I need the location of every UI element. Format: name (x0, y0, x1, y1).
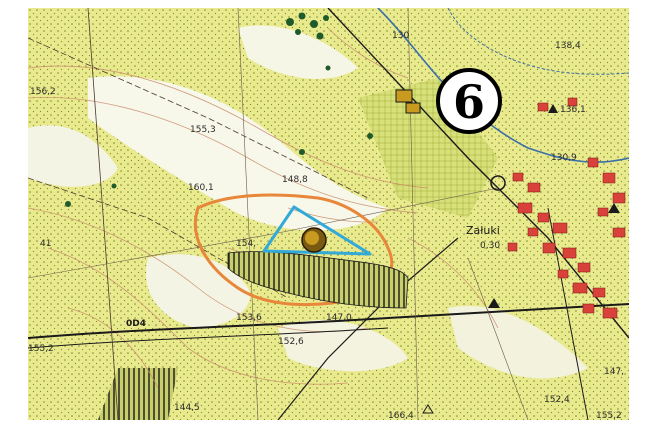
elev-152-4: 152,4 (544, 395, 570, 405)
river (377, 8, 629, 163)
topographic-map[interactable]: 6 Załuki 0,30 0D4 156,2 155,3 160,1 148,… (28, 8, 629, 420)
marker-badge: 6 (436, 68, 502, 134)
elev-144-5: 144,5 (174, 403, 200, 413)
tree-symbols (65, 12, 373, 207)
elev-41: 41 (40, 239, 51, 249)
stream (447, 8, 629, 75)
roads (28, 8, 629, 420)
elev-138-4: 138,4 (555, 41, 581, 51)
elev-160-1: 160,1 (188, 183, 214, 193)
badge-circle (436, 68, 502, 134)
elev-130: 130 (392, 31, 409, 41)
elev-136-1: 136,1 (560, 105, 586, 115)
elev-152-6: 152,6 (278, 337, 304, 347)
elevation-labels: 156,2 155,3 160,1 148,8 154, 153,6 152,6… (28, 31, 624, 420)
elev-154: 154, (236, 239, 256, 249)
elev-0-30: 0,30 (480, 241, 500, 251)
elev-148-8: 148,8 (282, 175, 308, 185)
elev-166-4: 166,4 (388, 411, 414, 420)
elev-130-9: 130,9 (551, 153, 577, 163)
elev-155-2: 155,2 (28, 344, 54, 354)
open-land (28, 25, 588, 379)
site-marker-core (305, 231, 319, 245)
badge-number: 6 (453, 75, 485, 129)
elev-156-2: 156,2 (30, 87, 56, 97)
map-symbols (395, 89, 620, 414)
elev-147-0: 147,0 (326, 313, 352, 323)
elev-155-2b: 155,2 (596, 411, 622, 420)
hatched-area-south (98, 368, 178, 420)
road-label: 0D4 (126, 319, 146, 329)
site-triangle[interactable] (262, 205, 372, 256)
elev-155-3: 155,3 (190, 125, 216, 135)
hatched-strip (227, 251, 409, 309)
map-canvas: 6 Załuki 0,30 0D4 156,2 155,3 160,1 148,… (28, 8, 629, 420)
place-label: Załuki (466, 224, 500, 237)
settlement-zaluki (507, 97, 626, 319)
elev-147: 147, (604, 367, 624, 377)
elev-153-6: 153,6 (236, 313, 262, 323)
